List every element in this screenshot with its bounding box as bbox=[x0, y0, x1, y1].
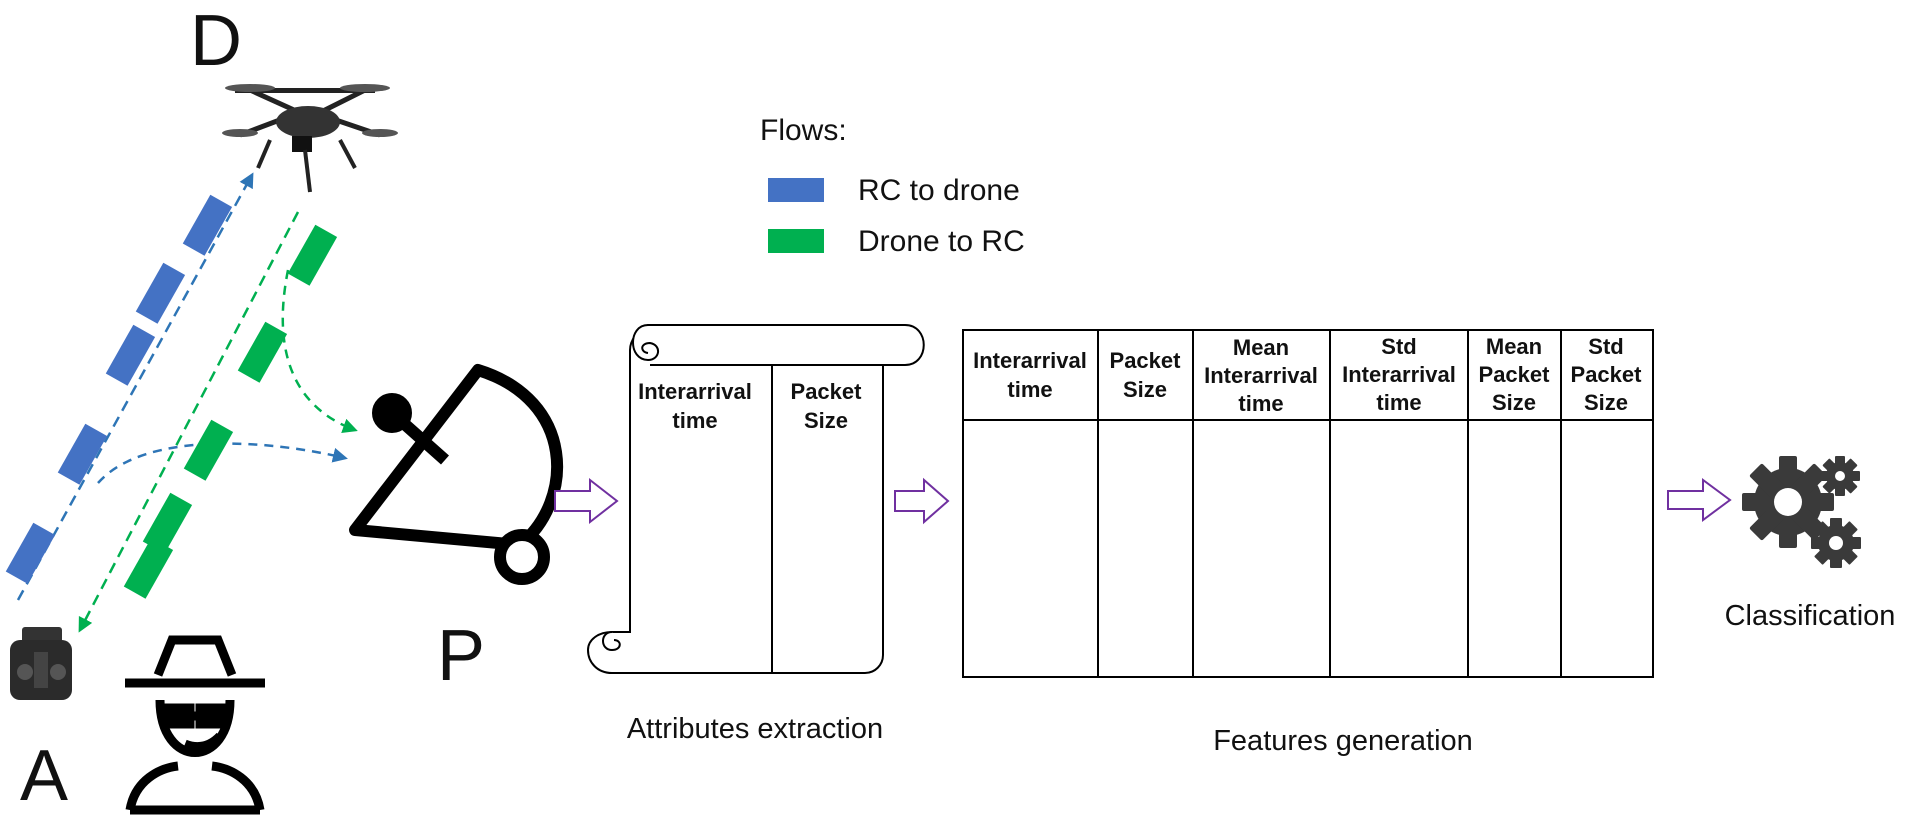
remote-controller-icon bbox=[10, 627, 72, 700]
legend-label-drone-to-rc: Drone to RC bbox=[858, 225, 1025, 258]
spy-attacker-icon bbox=[125, 635, 265, 815]
classification-caption: Classification bbox=[1725, 600, 1896, 632]
feature-header-std-packet-size: Std Packet Size bbox=[1571, 334, 1643, 415]
process-arrow-1 bbox=[554, 477, 619, 525]
svg-text:Packet: Packet bbox=[1110, 348, 1182, 373]
attributes-extraction-caption: Attributes extraction bbox=[627, 713, 883, 745]
features-table bbox=[962, 329, 1654, 678]
flow-legend: Flows: RC to drone Drone to RC bbox=[760, 114, 1025, 258]
svg-text:Interarrival: Interarrival bbox=[973, 348, 1087, 373]
legend-swatch-rc-to-drone bbox=[768, 178, 824, 202]
svg-text:time: time bbox=[672, 408, 717, 433]
rc-to-drone-flow bbox=[5, 172, 348, 601]
feature-header-std-interarrival: Std Interarrival time bbox=[1342, 334, 1456, 415]
svg-text:time: time bbox=[1238, 391, 1283, 416]
svg-text:Packet: Packet bbox=[791, 379, 863, 404]
gears-icon bbox=[1742, 456, 1861, 568]
attributes-scroll bbox=[586, 324, 925, 674]
feature-header-packet-size: Packet Size bbox=[1110, 348, 1182, 402]
svg-text:Packet: Packet bbox=[1571, 362, 1643, 387]
process-arrow-2 bbox=[894, 477, 950, 525]
svg-text:Mean: Mean bbox=[1486, 334, 1542, 359]
svg-text:Size: Size bbox=[804, 408, 848, 433]
svg-text:Size: Size bbox=[1584, 390, 1628, 415]
legend-swatch-drone-to-rc bbox=[768, 229, 824, 253]
drone-to-rc-flow bbox=[78, 211, 358, 633]
svg-text:Mean: Mean bbox=[1233, 335, 1289, 360]
svg-text:time: time bbox=[1376, 390, 1421, 415]
svg-text:Packet: Packet bbox=[1479, 362, 1551, 387]
feature-header-mean-packet-size: Mean Packet Size bbox=[1479, 334, 1551, 415]
feature-header-interarrival-time: Interarrival time bbox=[973, 348, 1087, 402]
svg-text:Interarrival: Interarrival bbox=[1342, 362, 1456, 387]
legend-title: Flows: bbox=[760, 114, 847, 147]
sniffer-label: P bbox=[437, 616, 485, 696]
drone-label: D bbox=[190, 1, 242, 81]
svg-text:Interarrival: Interarrival bbox=[1204, 363, 1318, 388]
svg-text:Size: Size bbox=[1123, 377, 1167, 402]
controller-label: A bbox=[20, 736, 68, 816]
attribute-header-packet-size: Packet Size bbox=[791, 379, 863, 433]
satellite-dish-icon bbox=[349, 364, 564, 585]
process-arrow-3 bbox=[1667, 478, 1732, 522]
feature-header-mean-interarrival: Mean Interarrival time bbox=[1204, 335, 1318, 416]
svg-text:Std: Std bbox=[1381, 334, 1416, 359]
legend-label-rc-to-drone: RC to drone bbox=[858, 174, 1020, 207]
svg-text:Interarrival: Interarrival bbox=[638, 379, 752, 404]
svg-text:Size: Size bbox=[1492, 390, 1536, 415]
features-generation-caption: Features generation bbox=[1213, 725, 1473, 757]
attribute-header-interarrival: Interarrival time bbox=[638, 379, 752, 433]
svg-text:time: time bbox=[1007, 377, 1052, 402]
svg-text:Std: Std bbox=[1588, 334, 1623, 359]
drone-icon bbox=[222, 84, 398, 193]
